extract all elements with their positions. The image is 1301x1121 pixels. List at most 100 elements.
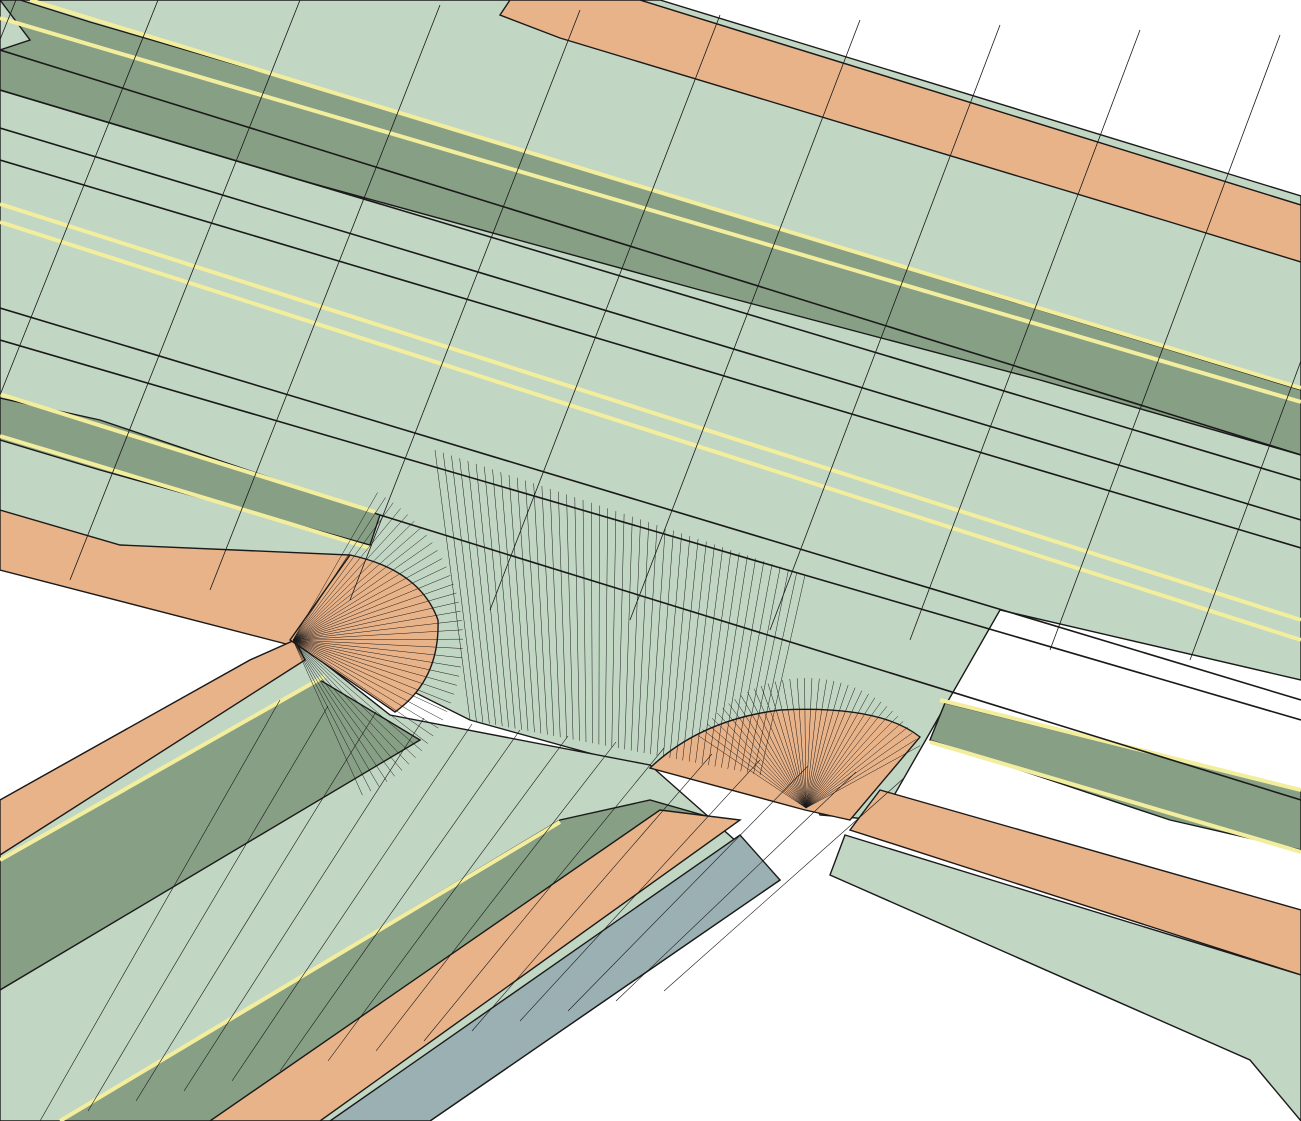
fan-ray <box>805 678 813 809</box>
fan-ray <box>292 639 451 704</box>
fan-ray <box>702 729 807 809</box>
junction-ray <box>759 574 806 776</box>
side-cross-line <box>423 747 665 1042</box>
fan-ray <box>292 583 454 641</box>
fan-ray <box>728 703 807 809</box>
fan-ray <box>292 639 388 782</box>
fan-ray <box>789 678 807 809</box>
cross-section-line <box>909 29 1141 641</box>
fan-ray <box>805 701 882 809</box>
cross-section-line <box>769 24 1001 631</box>
side-cross-line <box>615 771 857 1002</box>
side-right-sidewalk <box>208 809 742 1121</box>
fan-ray <box>747 691 807 809</box>
fan-ray <box>292 514 408 641</box>
junction-ray <box>558 491 567 739</box>
junction <box>289 554 921 821</box>
junction-ray <box>746 569 789 773</box>
fan-ray <box>292 566 447 641</box>
fan-ray <box>292 639 444 721</box>
fan-ray <box>292 610 461 641</box>
side-cross-line <box>135 711 377 1102</box>
fan-ray <box>292 542 433 641</box>
side-cross-line <box>663 777 905 992</box>
fan-ray <box>292 639 423 752</box>
side-cross-line <box>279 729 521 1072</box>
fan-ray <box>805 710 893 809</box>
fan-ray <box>292 520 415 641</box>
junction-ray <box>688 544 715 762</box>
fan-ray <box>292 497 386 641</box>
junction-ray <box>590 502 593 744</box>
side-cross-line <box>183 717 425 1092</box>
fan-ray <box>292 508 401 641</box>
lane-boundary-line <box>0 89 1301 481</box>
fan-ray <box>805 682 842 809</box>
cross-section-line <box>209 4 441 591</box>
junction-ray <box>475 463 503 727</box>
junction-ray <box>582 499 587 743</box>
fan-ray <box>292 639 461 668</box>
fan-ray <box>722 707 807 809</box>
side-road <box>0 639 782 1121</box>
junction-ray <box>508 474 529 732</box>
fan-ray <box>292 639 448 712</box>
fan-ray <box>292 639 416 758</box>
junction-ray <box>451 455 484 723</box>
junction-ray <box>566 494 574 740</box>
fan-ray <box>292 639 463 649</box>
cross-section-line <box>0 0 159 397</box>
fan-ray <box>292 620 462 641</box>
lane-boundary-line <box>379 514 1301 801</box>
fan-ray <box>292 639 434 737</box>
fan-ray <box>292 639 395 777</box>
junction-ray <box>740 566 781 772</box>
fan-ray <box>805 726 908 809</box>
junction-ray <box>541 486 555 736</box>
side-left-sidewalk <box>0 639 306 856</box>
fan-ray <box>734 699 807 809</box>
fan-ray <box>697 735 807 809</box>
side-cross-line <box>567 765 809 1012</box>
fan-ray <box>796 678 807 809</box>
junction-ray <box>611 511 617 747</box>
lane-boundary-line <box>0 49 1301 456</box>
fan-ray <box>805 684 849 809</box>
side-cross-line <box>327 735 569 1062</box>
fan-ray <box>292 502 394 641</box>
fan-ray <box>292 639 428 744</box>
junction-ray <box>656 530 674 756</box>
fan-ray <box>753 688 807 809</box>
junction-ray <box>467 461 497 725</box>
fan-ray <box>706 723 807 809</box>
fan-ray <box>782 680 807 809</box>
junction-ray <box>714 555 748 767</box>
junction-ray <box>549 488 561 738</box>
fan-ray <box>292 639 363 796</box>
junction-ray <box>630 519 641 751</box>
lane-boundary-line <box>0 127 1301 521</box>
junction-ray <box>753 572 798 774</box>
side-cross-line <box>39 699 281 1121</box>
side-cross-line <box>87 705 329 1112</box>
fan-ray <box>292 639 463 659</box>
side-cross-line <box>375 741 617 1052</box>
cross-section-line <box>629 19 861 621</box>
fan-ray <box>292 639 455 695</box>
junction-ray <box>492 469 516 729</box>
cross-section-line <box>349 9 581 601</box>
junction-ray <box>533 483 548 735</box>
junction-ray <box>624 516 633 750</box>
fan-ray <box>711 718 807 809</box>
junction-ray <box>459 458 490 724</box>
junction-ray <box>682 541 707 761</box>
right-lower-lane <box>829 834 1301 1121</box>
junction-ray <box>643 524 658 754</box>
fan-ray <box>292 639 403 771</box>
junction-ray <box>484 466 509 728</box>
side-cross-line <box>471 753 713 1032</box>
